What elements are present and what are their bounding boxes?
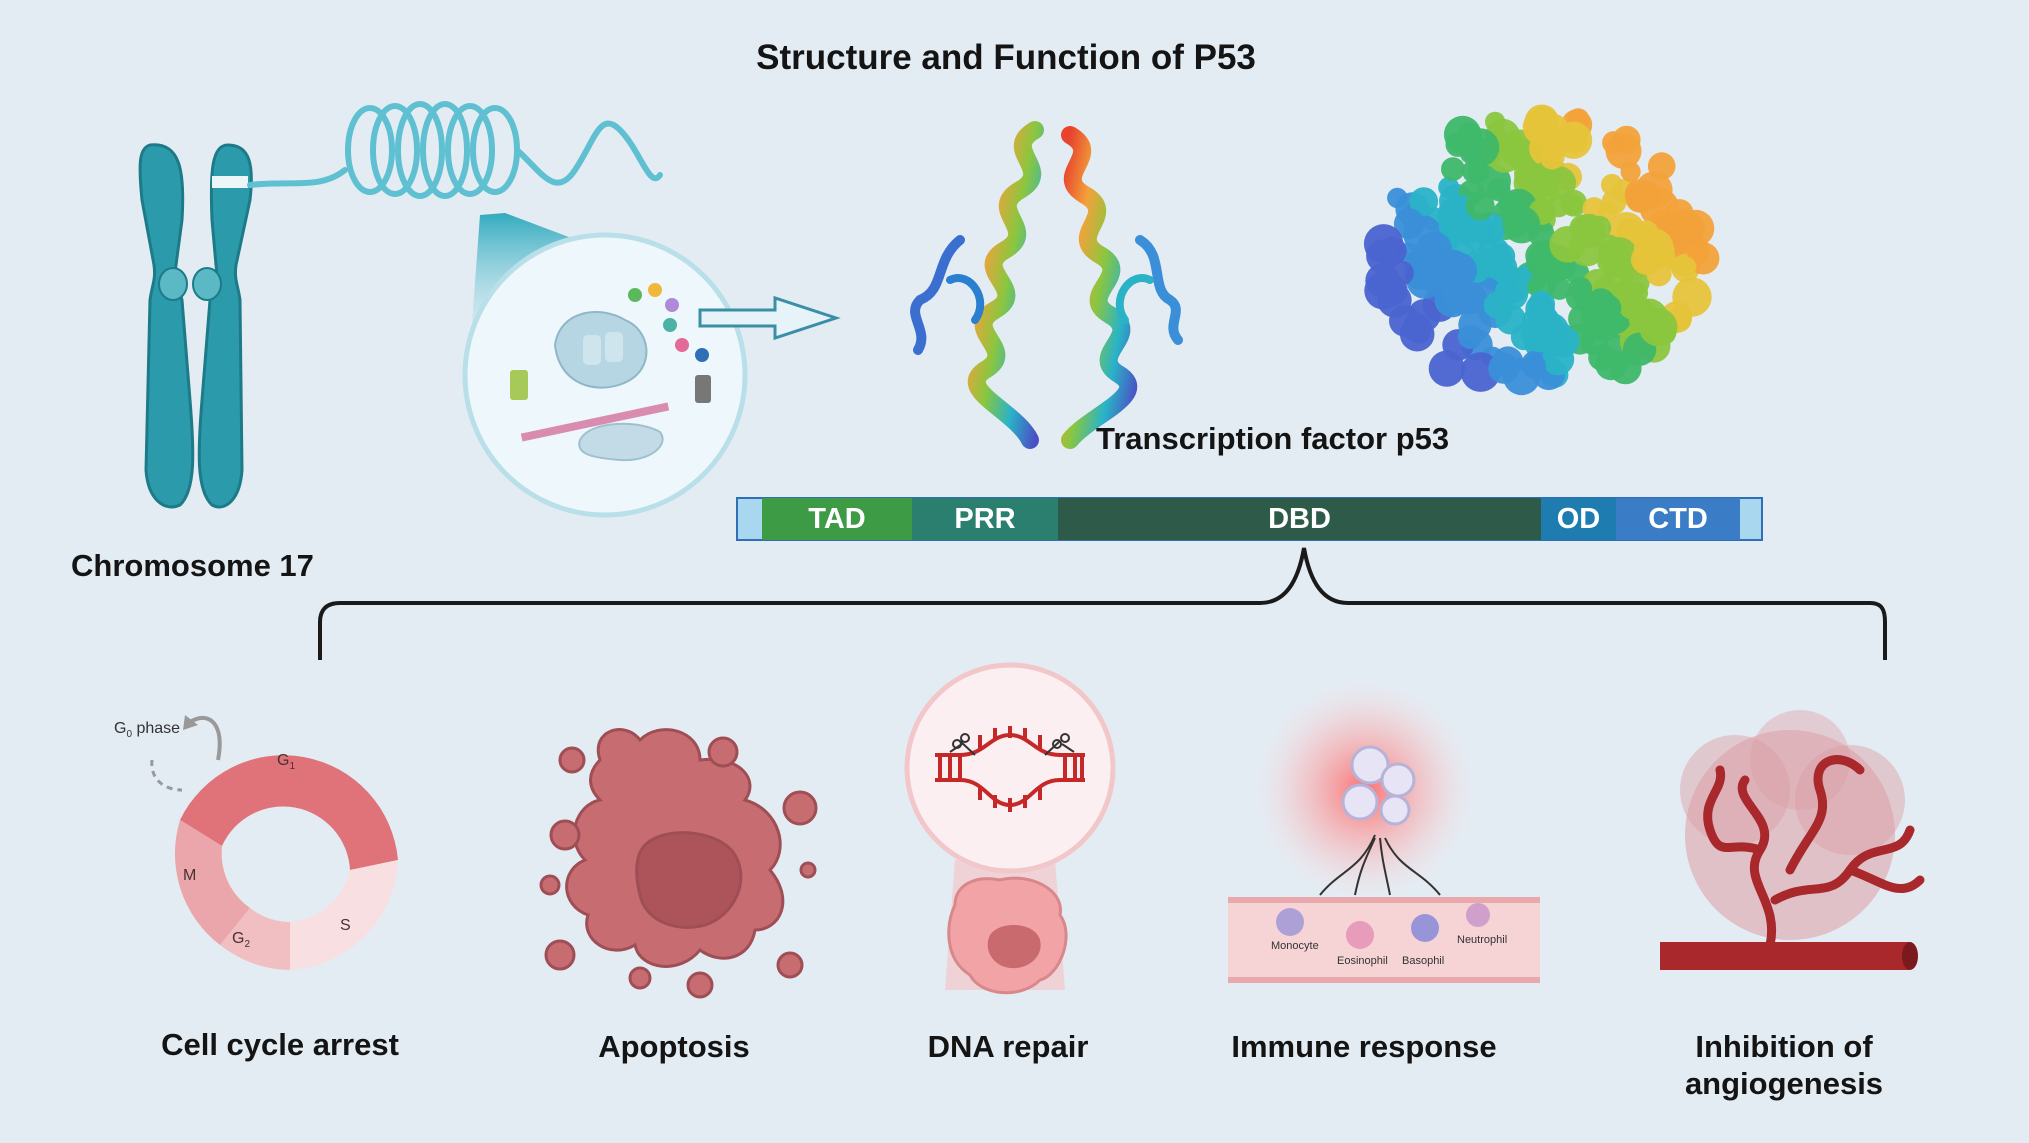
protein-surface-atom	[1486, 247, 1509, 271]
domain-ctd: CTD	[1616, 498, 1740, 540]
protein-surface-atom	[1515, 166, 1536, 188]
protein-surface-atom	[1441, 157, 1465, 182]
protein-surface-atom	[1402, 313, 1432, 342]
angiogenesis-icon	[1660, 710, 1925, 970]
protein-surface-atom	[1483, 291, 1511, 319]
protein-surface-atom	[1568, 276, 1593, 301]
protein-surface-atom	[1462, 159, 1486, 184]
function-cell-cycle-arrest: Cell cycle arrest	[161, 1027, 399, 1062]
protein-surface-atom	[1535, 113, 1570, 148]
s-phase-label: S	[340, 917, 351, 934]
protein-surface-atom	[1631, 244, 1662, 275]
g1-phase-label: G1	[277, 752, 296, 773]
chromosome-label: Chromosome 17	[71, 548, 314, 583]
chromosome-icon	[138, 143, 253, 509]
protein-surface-atom	[1539, 144, 1565, 170]
domain-od: OD	[1541, 498, 1616, 540]
transcription-factor-label: Transcription factor p53	[1096, 421, 1450, 456]
protein-surface-atom	[1542, 343, 1575, 376]
protein-surface-atom	[1601, 189, 1627, 215]
protein-surface-atom	[1409, 187, 1439, 216]
domain-dbd: DBD	[1058, 498, 1541, 540]
protein-surface-atom	[1388, 260, 1414, 286]
figure-title: Structure and Function of P53	[756, 38, 1256, 77]
protein-surface-atom	[1442, 250, 1464, 272]
protein-surface-atom	[1460, 128, 1500, 167]
protein-surface-atom	[1457, 212, 1494, 250]
protein-surface-atom	[1580, 297, 1614, 331]
protein-ribbon-icon	[910, 121, 1183, 449]
eosinophil-label: Eosinophil	[1337, 955, 1388, 967]
protein-surface-atom	[1523, 353, 1546, 377]
domain-prr: PRR	[912, 498, 1058, 540]
protein-surface-atom	[1651, 320, 1677, 345]
immune-response-icon	[1228, 680, 1540, 983]
protein-surface-atom	[1625, 281, 1649, 304]
g2-phase-label: G2	[232, 930, 251, 951]
function-immune-response: Immune response	[1231, 1029, 1497, 1064]
protein-surface-icon	[1363, 104, 1720, 396]
neutrophil-label: Neutrophil	[1457, 934, 1508, 946]
function-apoptosis: Apoptosis	[598, 1029, 750, 1064]
bracket-line	[318, 547, 1887, 660]
protein-surface-atom	[1492, 346, 1524, 378]
protein-surface-atom	[1580, 327, 1609, 356]
arrow-right-icon	[698, 295, 841, 341]
protein-surface-atom	[1571, 213, 1606, 248]
protein-surface-atom	[1438, 176, 1460, 198]
dna-repair-icon	[904, 662, 1116, 995]
cell-cycle-icon	[150, 715, 398, 970]
protein-surface-atom	[1605, 133, 1642, 169]
apoptotic-cell-icon	[539, 728, 818, 999]
protein-surface-atom	[1393, 208, 1425, 240]
protein-surface-atom	[1525, 294, 1555, 324]
protein-surface-atom	[1502, 205, 1541, 244]
protein-surface-atom	[1680, 216, 1706, 241]
protein-surface-atom	[1547, 276, 1571, 300]
m-phase-label: M	[183, 867, 197, 884]
protein-surface-atom	[1639, 187, 1680, 228]
function-inhibition-of-angiogenesis: Inhibition of angiogenesis	[1684, 1029, 1884, 1101]
protein-surface-atom	[1675, 256, 1697, 278]
monocyte-label: Monocyte	[1271, 940, 1319, 952]
domain-tad: TAD	[762, 498, 912, 540]
protein-surface-atom	[1455, 282, 1488, 315]
translation-magnifier-icon	[462, 213, 748, 518]
protein-surface-atom	[1602, 253, 1628, 279]
g0-phase-label: G0 phase	[114, 720, 181, 741]
protein-surface-atom	[1363, 224, 1404, 264]
dna-coil-icon	[247, 101, 663, 199]
protein-surface-atom	[1457, 324, 1483, 349]
basophil-label: Basophil	[1402, 955, 1445, 967]
function-dna-repair: DNA repair	[927, 1029, 1089, 1064]
protein-surface-atom	[1465, 191, 1495, 221]
protein-surface-atom	[1672, 277, 1712, 317]
